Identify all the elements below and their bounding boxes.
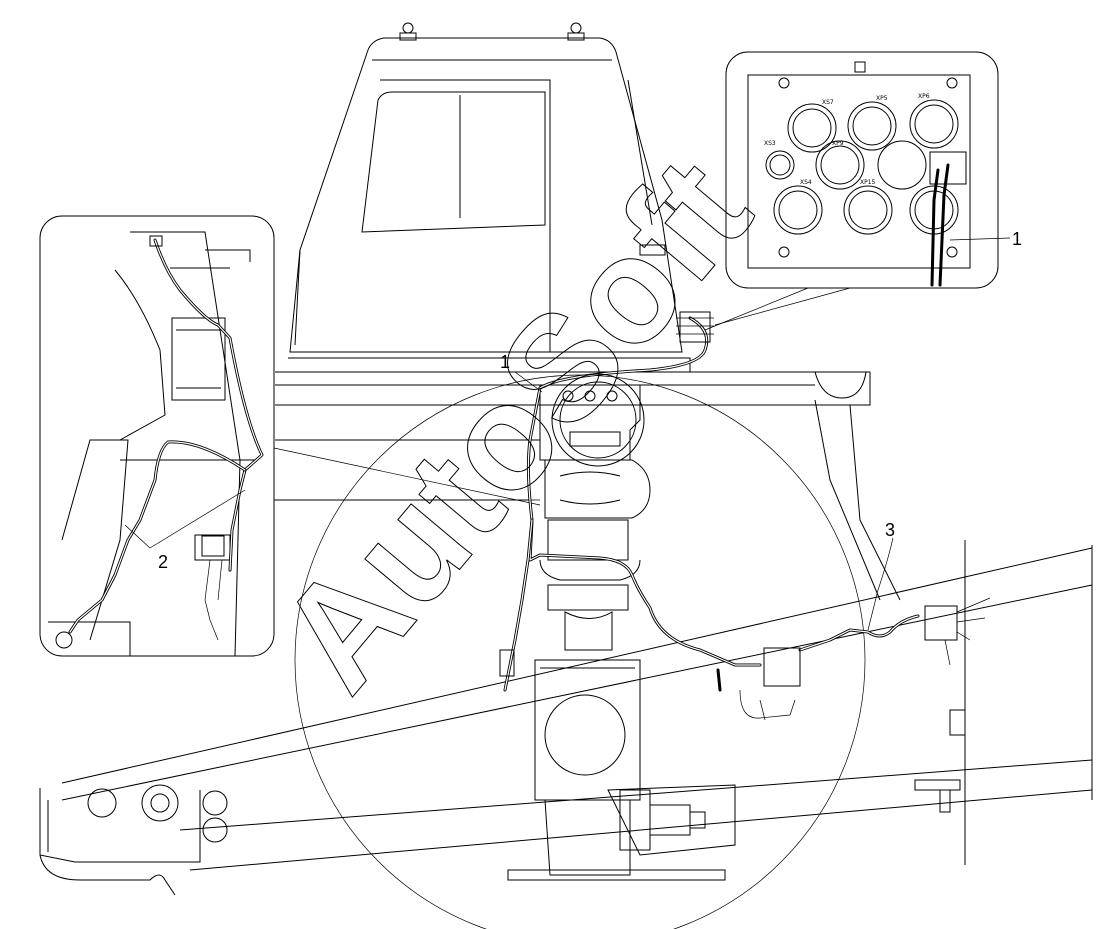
detail-inset-left (39, 215, 275, 657)
boom-frame (39, 540, 1093, 896)
inset-left-leader-top (273, 447, 541, 506)
rotation-circle (294, 374, 866, 929)
label-xp9: XP9 (832, 140, 844, 147)
callout-2-leader-b (149, 489, 246, 549)
callout-3-leader (867, 537, 894, 631)
wire-harness (499, 311, 991, 721)
inset-left-harness (68, 235, 264, 641)
callout-2-leader-a (124, 524, 151, 549)
label-xp15: XP15 (860, 179, 876, 186)
bottom-cylinder (607, 784, 736, 856)
callout-1-center: 1 (500, 352, 510, 372)
label-xs4: XS4 (800, 179, 812, 186)
watermark-text: AutoSoft (246, 128, 782, 721)
inset-right-leader-b (714, 287, 851, 326)
label-xp6: XP6 (918, 93, 930, 100)
label-xs3: XS3 (764, 140, 776, 147)
connector-panel-inset: XS7 XP5 XP6 XS3 XP9 XS4 XP15 (725, 51, 999, 289)
label-xp5: XP5 (876, 95, 888, 102)
callout-1-top: 1 (1012, 229, 1022, 249)
callout-1-leader-top (949, 237, 1011, 241)
swivel-column (507, 384, 726, 881)
callout-2: 2 (158, 552, 168, 572)
callout-1-leader-center (514, 371, 543, 393)
callout-3: 3 (885, 520, 895, 540)
cab (288, 22, 691, 373)
watermark: AutoSoft (245, 127, 782, 721)
label-xs7: XS7 (822, 99, 834, 106)
